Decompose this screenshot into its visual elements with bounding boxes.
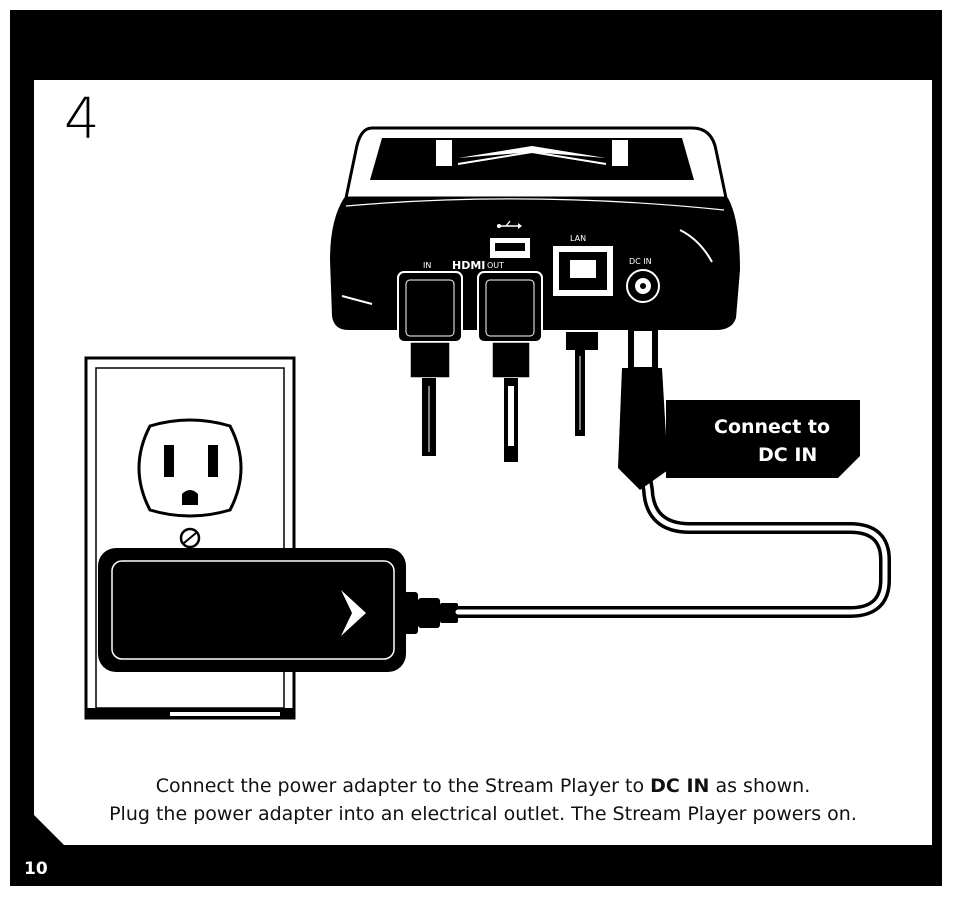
caption-line-2: Plug the power adapter into an electrica… (34, 800, 932, 828)
callout-line-2: DC IN (758, 444, 817, 466)
port-label-hdmi-in: IN (423, 261, 431, 270)
port-label-hdmi: HDMI (452, 259, 485, 272)
port-label-lan: LAN (570, 234, 586, 243)
port-label-hdmi-out: OUT (487, 261, 504, 270)
dc-plug (618, 308, 668, 490)
callout: Connect to DC IN (690, 400, 860, 476)
hdmi-out-cable (478, 272, 542, 462)
caption-line-1: Connect the power adapter to the Stream … (34, 772, 932, 800)
callout-line-1: Connect to (714, 416, 830, 438)
power-adapter (98, 548, 458, 672)
hdmi-in-cable (398, 272, 462, 456)
page-number: 10 (24, 859, 48, 879)
lan-cable (560, 296, 604, 436)
power-cable (458, 470, 885, 612)
caption-dc-in-bold: DC IN (650, 775, 709, 797)
instruction-caption: Connect the power adapter to the Stream … (34, 772, 932, 828)
port-label-dc-in: DC IN (629, 257, 652, 266)
